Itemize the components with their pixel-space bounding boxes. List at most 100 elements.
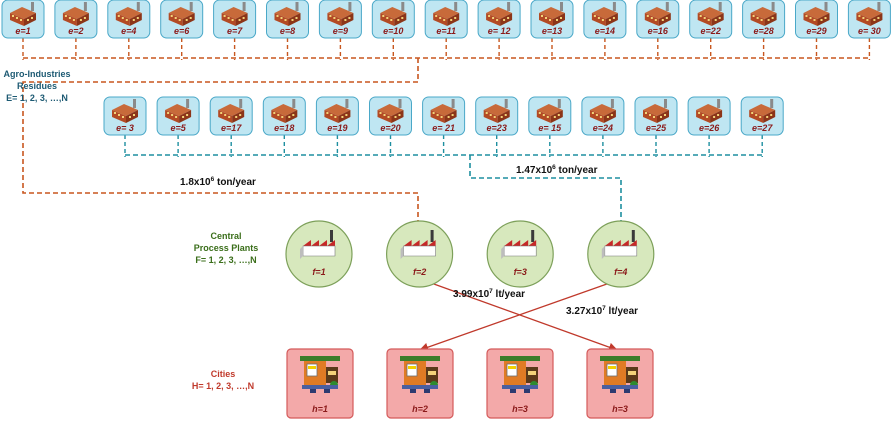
residue-label: e=20 xyxy=(380,123,400,133)
residue-label: e= 15 xyxy=(538,123,562,133)
city-node: h=1 xyxy=(286,348,354,419)
residue-node: e=28 xyxy=(742,0,786,60)
residue-label: e=8 xyxy=(280,26,295,36)
residue-label: e=13 xyxy=(542,26,562,36)
residue-label: e= 30 xyxy=(858,26,881,36)
residue-label: e= 12 xyxy=(488,26,511,36)
residue-label: e=6 xyxy=(174,26,190,36)
residue-node: e=29 xyxy=(795,0,838,60)
residues-category-line: Agro-Industries xyxy=(3,69,70,79)
residue-node: e= 3 xyxy=(103,96,147,157)
residue-label: e=7 xyxy=(227,26,243,36)
fuel-flow-a-label: 3.99x107 lt/year xyxy=(453,288,525,300)
connectors xyxy=(22,57,870,352)
residue-label: e=27 xyxy=(752,123,773,133)
residue-node: e=9 xyxy=(318,0,362,60)
cities-category-line: H= 1, 2, 3, …,N xyxy=(192,381,254,391)
residue-node: e= 21 xyxy=(422,96,466,157)
residue-node: e=7 xyxy=(213,0,257,60)
plants-category-line: Central xyxy=(210,231,241,241)
residue-node: e=26 xyxy=(687,96,731,157)
cities-category-label: Cities H= 1, 2, 3, …,N xyxy=(192,369,254,391)
plants-category-line: F= 1, 2, 3, …,N xyxy=(195,255,256,265)
residue-node: e=5 xyxy=(156,96,200,157)
residue-label: e=9 xyxy=(333,26,348,36)
residue-node: e=25 xyxy=(634,96,678,157)
residue-node: e=2 xyxy=(54,0,98,60)
residue-node: e=1 xyxy=(1,0,45,60)
residue-label: e=10 xyxy=(383,26,403,36)
city-label: h=3 xyxy=(512,404,528,414)
cities-category-line: Cities xyxy=(211,369,236,379)
residue-flow-a-connector xyxy=(22,57,870,222)
plant-label: f=4 xyxy=(614,267,627,277)
residue-label: e=2 xyxy=(68,26,83,36)
residue-label: e=26 xyxy=(699,123,720,133)
residue-node: e=17 xyxy=(209,96,253,157)
plants-category-label: Central Process Plants F= 1, 2, 3, …,N xyxy=(194,231,259,265)
residue-node: e=23 xyxy=(475,96,519,157)
fuel-flow-a-arrow xyxy=(419,278,618,352)
residue-label: e=24 xyxy=(593,123,613,133)
city-label: h=3 xyxy=(612,404,628,414)
residue-node: e=22 xyxy=(689,0,733,60)
residue-label: e=1 xyxy=(15,26,30,36)
city-label: h=2 xyxy=(412,404,428,414)
plant-node: f=3 xyxy=(486,220,554,288)
residue-node: e= 30 xyxy=(847,0,891,60)
residue-node: e=18 xyxy=(262,96,306,157)
residue-label: e=19 xyxy=(327,123,347,133)
residue-node: e=8 xyxy=(266,0,309,60)
city-node: h=2 xyxy=(386,348,454,419)
residue-label: e=4 xyxy=(121,26,136,36)
plants-category-line: Process Plants xyxy=(194,243,259,253)
residue-node: e=19 xyxy=(315,96,359,157)
residue-label: e=29 xyxy=(806,26,826,36)
plant-label: f=2 xyxy=(413,267,426,277)
residue-flow-b-label: 1.47x106 ton/year xyxy=(516,164,598,176)
plant-label: f=1 xyxy=(312,267,325,277)
residue-label: e=25 xyxy=(646,123,667,133)
residue-flow-a-label: 1.8x106 ton/year xyxy=(180,176,256,188)
residue-label: e=16 xyxy=(648,26,669,36)
plant-node: f=1 xyxy=(285,220,353,288)
residue-node: e=4 xyxy=(107,0,151,60)
fuel-flow-connectors xyxy=(419,278,622,352)
residue-flow-b-connector xyxy=(125,154,762,222)
residues-category-label: Agro-Industries Residues E= 1, 2, 3, …,N xyxy=(3,69,70,103)
cities-row: h=1 h=2 h=3 h=3 xyxy=(286,348,654,419)
residue-node: e=20 xyxy=(369,96,412,157)
fuel-flow-b-arrow xyxy=(419,278,622,352)
city-node: h=3 xyxy=(586,348,654,419)
residue-label: e=23 xyxy=(487,123,507,133)
residue-node: e=27 xyxy=(740,96,784,157)
residue-label: e=14 xyxy=(595,26,615,36)
residue-label: e=5 xyxy=(170,123,186,133)
residues-category-line: Residues xyxy=(17,81,57,91)
fuel-flow-b-label: 3.27x107 lt/year xyxy=(566,305,638,317)
residues-row-1: e=1 e=2 e=4 e=6 e=7 e=8 e=9 e=10 e=11 e= 12 e=13 e=… xyxy=(1,0,891,60)
residue-label: e=17 xyxy=(221,123,242,133)
residue-node: e=10 xyxy=(371,0,415,60)
residue-node: e=24 xyxy=(581,96,625,157)
residue-label: e=28 xyxy=(753,26,773,36)
residue-node: e=6 xyxy=(160,0,204,60)
city-node: h=3 xyxy=(486,348,554,419)
residue-node: e=11 xyxy=(424,0,468,60)
city-label: h=1 xyxy=(312,404,328,414)
residues-row-2: e= 3 e=5 e=17 e=18 e=19 e=20 e= 21 e=23 e= 15 e=2… xyxy=(103,96,784,157)
residues-category-line: E= 1, 2, 3, …,N xyxy=(6,93,68,103)
plant-node: f=4 xyxy=(587,220,655,288)
residue-label: e=22 xyxy=(701,26,721,36)
residue-node: e=14 xyxy=(583,0,627,60)
plant-label: f=3 xyxy=(514,267,527,277)
residue-node: e=13 xyxy=(530,0,574,60)
residue-node: e= 15 xyxy=(528,96,572,157)
residue-node: e= 12 xyxy=(477,0,521,60)
residue-label: e=11 xyxy=(436,26,456,36)
residue-label: e= 3 xyxy=(116,123,134,133)
plant-node: f=2 xyxy=(386,220,454,288)
residue-label: e=18 xyxy=(274,123,294,133)
residue-label: e= 21 xyxy=(432,123,455,133)
